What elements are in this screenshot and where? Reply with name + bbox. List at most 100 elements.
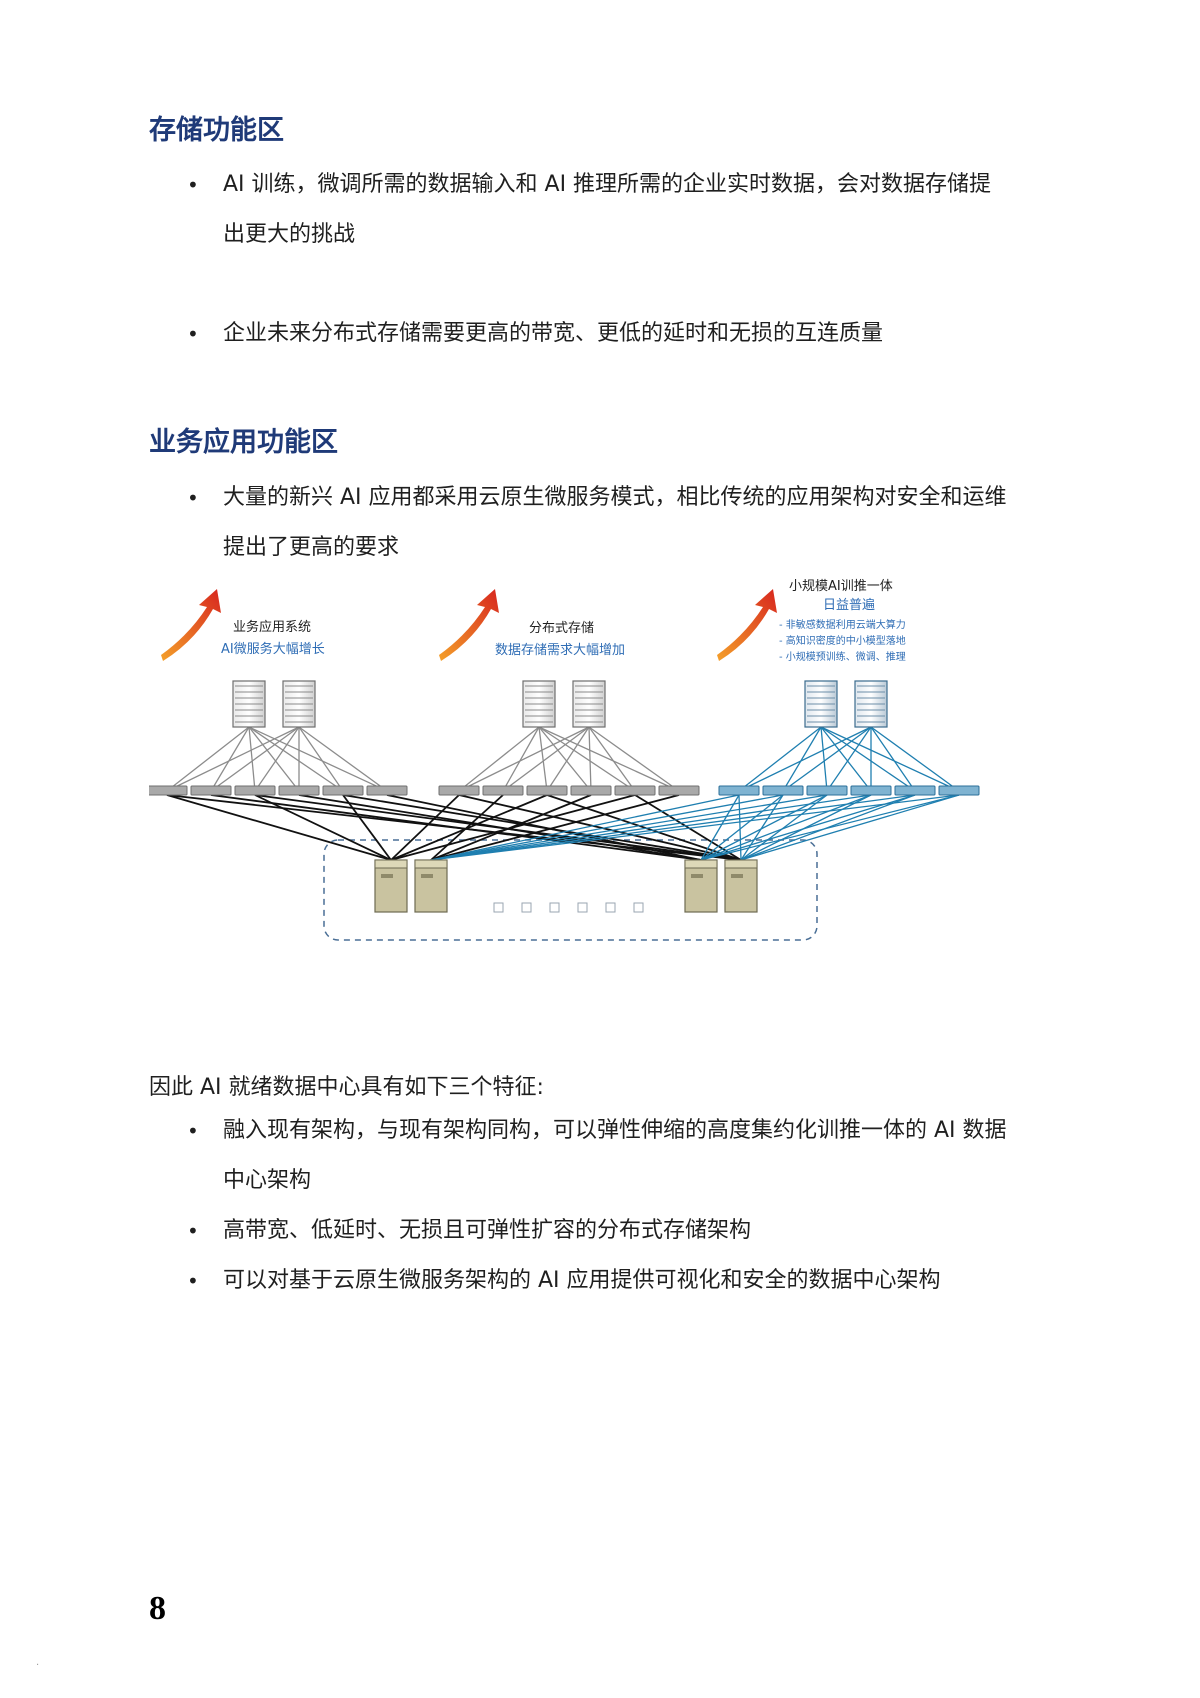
bullet-text: 企业未来分布式存储需要更高的带宽、更低的延时和无损的互连质量 bbox=[223, 321, 884, 346]
leaf-switch bbox=[938, 785, 980, 796]
uplink-line bbox=[782, 726, 872, 792]
spine-server-bay bbox=[691, 874, 703, 878]
core-link-line bbox=[700, 794, 784, 861]
core-link-line bbox=[458, 794, 742, 861]
uplink-line bbox=[588, 726, 592, 792]
core-link-line bbox=[430, 794, 740, 861]
footer-mark: · bbox=[36, 1660, 40, 1671]
network-architecture-diagram: 业务应用系统 AI微服务大幅增长 分布式存储 数据存储需求大幅增加 小规模AI训… bbox=[149, 579, 980, 941]
leaf-switch bbox=[366, 785, 408, 796]
core-link-line bbox=[430, 794, 872, 861]
leaf-switch bbox=[234, 785, 276, 796]
features-intro: 因此 AI 就绪数据中心具有如下三个特征: bbox=[149, 1075, 544, 1100]
spine-server bbox=[724, 859, 758, 913]
group-subtitle: 日益普遍 bbox=[823, 597, 875, 613]
leaf-switch bbox=[570, 785, 612, 796]
list-item: • 可以对基于云原生微服务架构的 AI 应用提供可视化和安全的数据中心架构 bbox=[187, 1256, 1007, 1306]
group-ai-label: 小规模AI训推一体 日益普遍 - 非敏感数据利用云端大算力 - 高知识密度的中小… bbox=[717, 579, 906, 663]
list-item: • 大量的新兴 AI 应用都采用云原生微服务模式，相比传统的应用架构对安全和运维… bbox=[187, 473, 1007, 573]
uplink-line bbox=[588, 726, 680, 792]
group-note: - 高知识密度的中小模型落地 bbox=[779, 634, 906, 647]
core-link-line bbox=[390, 794, 460, 861]
uplink-line bbox=[820, 726, 916, 792]
bullet-text: 高带宽、低延时、无损且可弹性扩容的分布式存储架构 bbox=[223, 1218, 752, 1243]
uplink-line bbox=[210, 726, 250, 792]
leaf-switch bbox=[190, 785, 232, 796]
group-storage-label: 分布式存储 数据存储需求大幅增加 bbox=[439, 589, 625, 661]
leaf-switch bbox=[718, 785, 760, 796]
port-indicators bbox=[493, 902, 644, 913]
leaf-switch bbox=[482, 785, 524, 796]
core-link-line bbox=[700, 794, 916, 861]
uplink-line bbox=[210, 726, 300, 792]
section-heading-storage: 存储功能区 bbox=[149, 115, 284, 146]
spine-server bbox=[374, 859, 408, 913]
leaf-switch bbox=[438, 785, 480, 796]
bullet-dot: • bbox=[187, 322, 199, 346]
uplink-line bbox=[248, 726, 388, 792]
uplink-line bbox=[458, 726, 540, 792]
network-links bbox=[166, 726, 960, 861]
uplink-line bbox=[538, 726, 548, 792]
uplink-line bbox=[588, 726, 636, 792]
port-square bbox=[493, 902, 504, 913]
core-link-line bbox=[298, 794, 702, 861]
spine-server-top bbox=[374, 859, 408, 869]
spine-server-top bbox=[724, 859, 758, 869]
port-square bbox=[549, 902, 560, 913]
core-link-line bbox=[740, 794, 784, 861]
leaf-switch bbox=[149, 785, 188, 796]
core-link-line bbox=[740, 794, 828, 861]
core-link-line bbox=[430, 794, 680, 861]
leaf-switch bbox=[894, 785, 936, 796]
group-note: - 小规模预训练、微调、推理 bbox=[779, 650, 906, 663]
core-link-line bbox=[430, 794, 784, 861]
leaf-switch bbox=[322, 785, 364, 796]
uplink-line bbox=[166, 726, 250, 792]
leaf-switch bbox=[762, 785, 804, 796]
bullet-dot: • bbox=[187, 486, 199, 510]
growth-arrow-icon bbox=[439, 589, 499, 661]
leaf-switch bbox=[526, 785, 568, 796]
server-racks bbox=[232, 680, 888, 728]
uplink-line bbox=[248, 726, 344, 792]
list-item: • AI 训练，微调所需的数据输入和 AI 推理所需的企业实时数据，会对数据存储… bbox=[187, 160, 1007, 260]
uplink-line bbox=[738, 726, 872, 792]
bullet-text: AI 训练，微调所需的数据输入和 AI 推理所需的企业实时数据，会对数据存储提出… bbox=[223, 172, 992, 247]
uplink-line bbox=[538, 726, 680, 792]
core-link-line bbox=[430, 794, 916, 861]
uplink-line bbox=[254, 726, 300, 792]
uplink-line bbox=[870, 726, 960, 792]
spine-server-top bbox=[684, 859, 718, 869]
core-link-line bbox=[254, 794, 392, 861]
uplink-line bbox=[538, 726, 592, 792]
group-title: 小规模AI训推一体 bbox=[789, 579, 893, 594]
spine-server-top bbox=[414, 859, 448, 869]
uplink-line bbox=[738, 726, 822, 792]
core-link-line bbox=[700, 794, 740, 861]
core-link-line bbox=[430, 794, 828, 861]
spine-server bbox=[684, 859, 718, 913]
core-link-line bbox=[430, 794, 960, 861]
leaf-switch bbox=[658, 785, 700, 796]
core-link-line bbox=[738, 794, 742, 861]
core-link-line bbox=[740, 794, 960, 861]
leaf-switch-row bbox=[149, 785, 980, 796]
uplink-line bbox=[820, 726, 960, 792]
leaf-switch bbox=[806, 785, 848, 796]
port-square bbox=[605, 902, 616, 913]
page-number: 8 bbox=[149, 1590, 166, 1627]
uplink-line bbox=[248, 726, 256, 792]
leaf-switch bbox=[850, 785, 892, 796]
group-subtitle: AI微服务大幅增长 bbox=[221, 641, 325, 657]
bullet-text: 可以对基于云原生微服务架构的 AI 应用提供可视化和安全的数据中心架构 bbox=[223, 1268, 941, 1293]
bullet-dot: • bbox=[187, 1119, 199, 1143]
group-note: - 非敏感数据利用云端大算力 bbox=[779, 618, 906, 631]
core-link-line bbox=[390, 794, 636, 861]
port-square bbox=[577, 902, 588, 913]
bullet-text: 大量的新兴 AI 应用都采用云原生微服务模式，相比传统的应用架构对安全和运维提出… bbox=[223, 485, 1007, 560]
uplink-line bbox=[820, 726, 872, 792]
growth-arrow-icon bbox=[717, 589, 777, 661]
spine-server-bay bbox=[421, 874, 433, 878]
bullet-dot: • bbox=[187, 1219, 199, 1243]
